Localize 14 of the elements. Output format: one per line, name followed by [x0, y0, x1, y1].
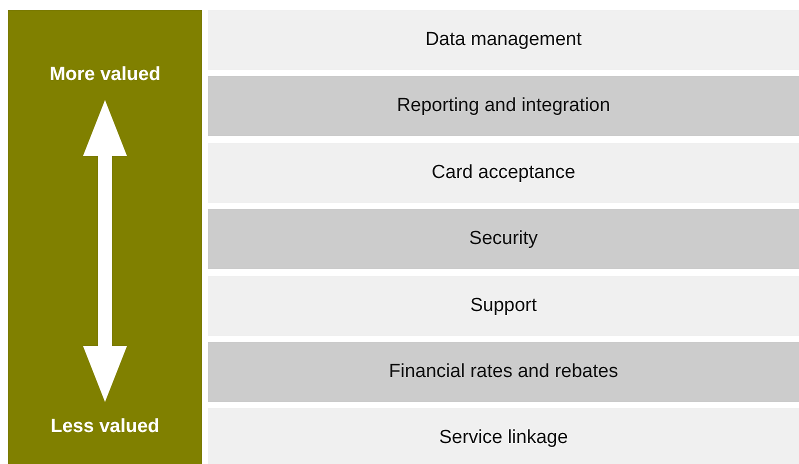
- category-label: Support: [470, 295, 537, 317]
- scale-band: [8, 10, 202, 464]
- category-label: Data management: [425, 29, 582, 51]
- scale-end-label: More valued: [50, 64, 160, 86]
- category-band: [208, 76, 799, 136]
- scale-end-label: Less valued: [50, 416, 160, 438]
- category-band: [208, 342, 799, 402]
- category-label: Reporting and integration: [396, 95, 610, 117]
- category-label: Financial rates and rebates: [388, 361, 618, 383]
- category-band: [208, 209, 799, 269]
- double-arrow: [83, 100, 127, 402]
- category-label: Card acceptance: [432, 162, 576, 184]
- category-label: Service linkage: [439, 427, 568, 449]
- category-label: Security: [469, 228, 538, 250]
